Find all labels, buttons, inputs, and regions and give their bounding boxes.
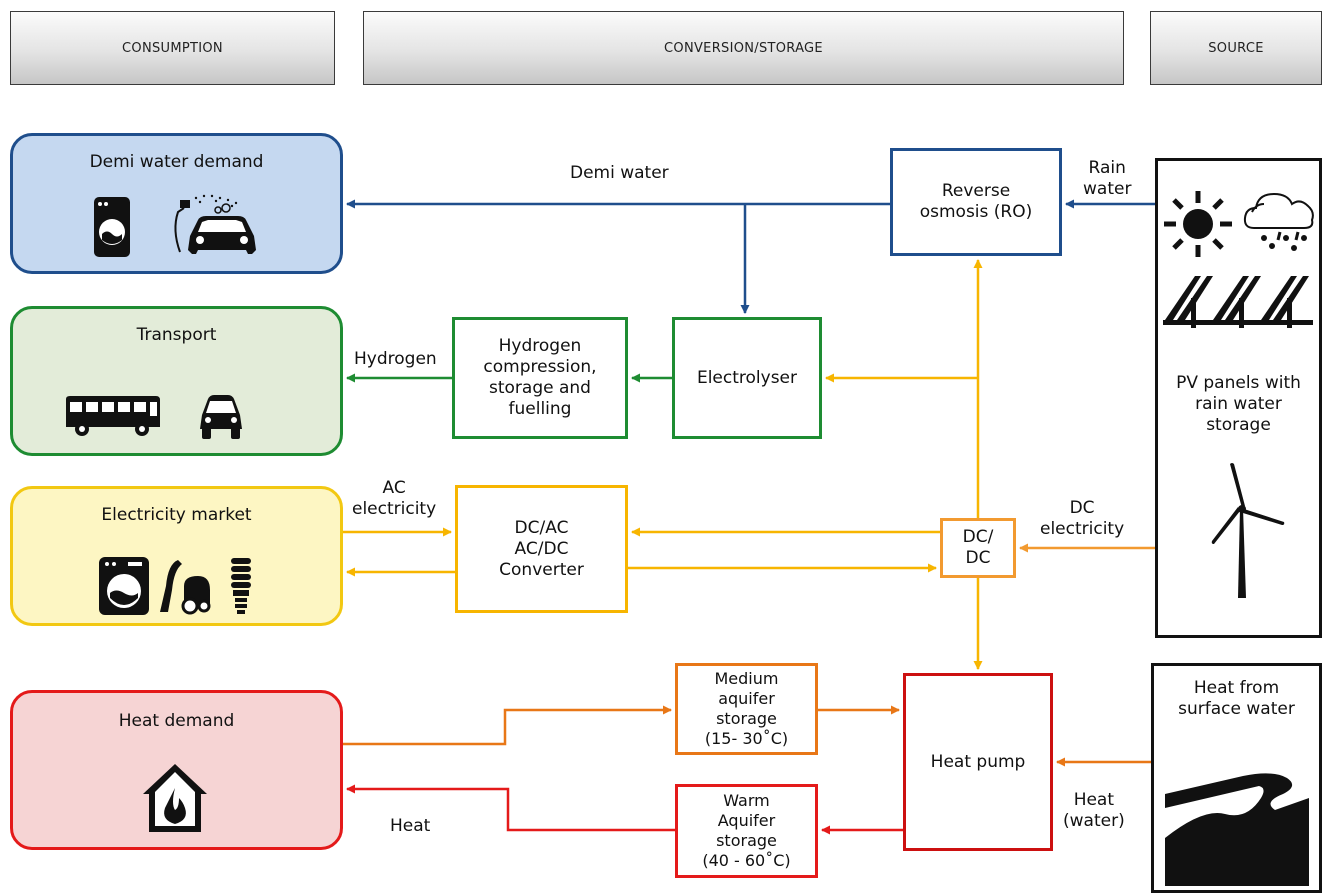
- header-conversion-label: CONVERSION/STORAGE: [664, 40, 823, 56]
- electricity-market-box: Electricity market: [10, 486, 343, 626]
- label-dc-electricity: DC electricity: [1040, 498, 1125, 539]
- header-consumption: CONSUMPTION: [10, 11, 335, 85]
- label-hydrogen: Hydrogen: [354, 349, 437, 369]
- demi-water-demand-box: Demi water demand: [10, 133, 343, 274]
- transport-title: Transport: [136, 325, 217, 345]
- pv-panels-label: PV panels with rain water storage: [1176, 373, 1301, 435]
- rain-cloud-icon: [1243, 192, 1314, 251]
- label-heat: Heat: [390, 816, 431, 836]
- washing-machine-icon: [94, 197, 130, 257]
- electrolyser-box: Electrolyser: [672, 317, 822, 439]
- sun-icon: [1164, 191, 1232, 257]
- vacuum-cleaner-icon: [160, 560, 211, 615]
- header-source: SOURCE: [1150, 11, 1322, 85]
- medium-aquifer-box: Medium aquifer storage (15- 30˚C): [675, 663, 818, 755]
- bus-icon: [66, 396, 160, 436]
- warm-aquifer-box: Warm Aquifer storage (40 - 60˚C): [675, 784, 818, 878]
- car-icon: [200, 395, 242, 439]
- label-rain-water: Rain water: [1083, 158, 1132, 199]
- header-source-label: SOURCE: [1208, 40, 1264, 56]
- flow-heat-to-demand: [346, 784, 675, 832]
- label-ac-electricity: AC electricity: [352, 478, 437, 519]
- river-icon: [1165, 773, 1309, 886]
- header-conversion-storage: CONVERSION/STORAGE: [363, 11, 1124, 85]
- light-bulb-icon: [231, 558, 251, 614]
- car-wash-icon: [174, 194, 256, 254]
- house-fire-icon: [143, 764, 207, 832]
- dcdc-box: DC/ DC: [940, 518, 1016, 578]
- dcac-converter-box: DC/AC AC/DC Converter: [455, 485, 628, 613]
- reverse-osmosis-box: Reverse osmosis (RO): [890, 148, 1062, 256]
- pv-panels-source-box: PV panels with rain water storage: [1155, 158, 1322, 638]
- electricity-market-title: Electricity market: [101, 505, 252, 525]
- header-consumption-label: CONSUMPTION: [122, 40, 223, 56]
- washing-machine-icon: [99, 557, 149, 615]
- demi-water-demand-title: Demi water demand: [89, 152, 264, 172]
- label-demi-water: Demi water: [570, 163, 669, 183]
- transport-box: Transport: [10, 306, 343, 456]
- surface-water-label: Heat from surface water: [1178, 678, 1295, 719]
- solar-panel-icon: [1163, 276, 1313, 328]
- heat-demand-title: Heat demand: [118, 711, 235, 731]
- heat-pump-box: Heat pump: [903, 673, 1053, 851]
- label-heat-water: Heat (water): [1063, 790, 1125, 831]
- flow-heat-to-medium: [343, 705, 672, 746]
- wind-turbine-icon: [1211, 463, 1285, 598]
- hydrogen-storage-box: Hydrogen compression, storage and fuelli…: [452, 317, 628, 439]
